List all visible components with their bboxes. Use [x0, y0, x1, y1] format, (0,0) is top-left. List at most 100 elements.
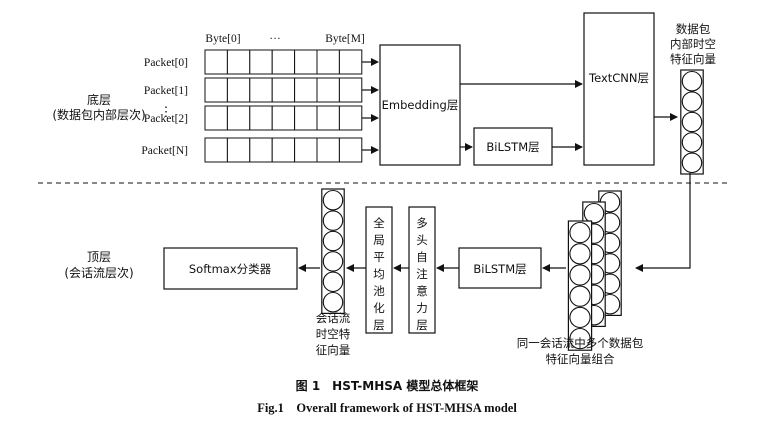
top-layer-title: 顶层 — [87, 250, 111, 264]
byte-cell — [271, 137, 296, 163]
byte-cell — [271, 49, 296, 75]
packet-byte-grids — [204, 49, 363, 163]
byte-cell — [204, 137, 228, 163]
stack-front-unit — [569, 264, 591, 286]
byte-cell — [249, 49, 273, 75]
byte-cell — [294, 137, 318, 163]
packet-label-1: Packet[1] — [144, 85, 188, 97]
global-pool-char: 全 — [373, 216, 385, 230]
session-feature-vector — [321, 188, 345, 315]
softmax-block — [163, 247, 298, 290]
softmax-label: Softmax分类器 — [189, 262, 272, 276]
bilstm-bottom-block — [473, 127, 553, 166]
textcnn-block — [583, 12, 655, 166]
byte-cell — [294, 77, 318, 103]
byte-cell — [226, 49, 251, 75]
global-pool-char: 均 — [373, 267, 385, 281]
global-pool-char: 层 — [373, 318, 385, 332]
bottom-layer-subtitle: (数据包内部层次) — [52, 107, 145, 122]
byte-cell — [226, 105, 251, 131]
stack-mid-unit — [583, 202, 605, 224]
byte-cell — [204, 49, 228, 75]
textcnn-label: TextCNN层 — [588, 71, 649, 85]
global-pool-char: 池 — [373, 284, 385, 298]
multihead-char: 头 — [416, 233, 428, 247]
bottom-layer-title: 底层 — [87, 92, 111, 107]
byte-cell — [249, 77, 273, 103]
byte-cell — [294, 49, 318, 75]
global-pooling-block — [365, 206, 393, 334]
vector-to-group-arrow — [635, 173, 691, 272]
byte-cell — [338, 49, 363, 75]
packet-vector-label-1: 数据包 — [676, 22, 711, 36]
packet-vector-unit — [681, 132, 703, 153]
global-pool-char: 化 — [373, 301, 385, 315]
multihead-char: 力 — [416, 301, 428, 315]
byte-cell — [338, 77, 363, 103]
byte-cell — [338, 105, 363, 131]
byte-cell — [204, 105, 228, 131]
session-vector-unit — [322, 230, 344, 252]
byte-cell — [294, 105, 318, 131]
session-vector-unit — [322, 271, 344, 293]
byte-cell — [316, 105, 340, 131]
combo-vector-label-2: 特征向量组合 — [546, 352, 615, 366]
global-pool-char: 局 — [373, 233, 385, 247]
packet-vector-label-3: 特征向量 — [670, 52, 716, 66]
byte-last-label: Byte[M] — [325, 33, 365, 45]
byte-cell — [316, 77, 340, 103]
packet-label-0: Packet[0] — [144, 57, 188, 69]
bilstm-top-label: BiLSTM层 — [473, 262, 526, 276]
embedding-block — [379, 44, 461, 166]
caption-cn: 图 1 HST-MHSA 模型总体框架 — [296, 378, 479, 393]
stack-front-unit — [569, 327, 591, 350]
packet-vector-unit — [681, 70, 703, 92]
packet-vector-label-2: 内部时空 — [670, 37, 716, 51]
bilstm-bottom-label: BiLSTM层 — [486, 140, 539, 154]
multihead-attention-block — [408, 206, 436, 334]
byte-cell — [249, 137, 273, 163]
packet-vector-unit — [681, 152, 703, 174]
caption-en: Fig.1 Overall framework of HST-MHSA mode… — [257, 401, 517, 415]
byte-cell — [249, 105, 273, 131]
session-vector-unit — [322, 251, 344, 272]
byte-cell — [226, 77, 251, 103]
byte-cell — [271, 105, 296, 131]
embedding-label: Embedding层 — [382, 98, 459, 112]
session-vector-unit — [322, 291, 344, 313]
byte-cell — [316, 49, 340, 75]
session-vector-label-1: 会话流 — [316, 311, 351, 325]
combo-vector-label-1: 同一会话流中多个数据包 — [517, 336, 644, 350]
stack-front-unit — [569, 285, 591, 307]
byte-cell — [204, 77, 228, 103]
stack-front-unit — [569, 221, 591, 244]
multihead-char: 多 — [416, 216, 428, 230]
byte-cell — [226, 137, 251, 163]
session-vector-label-3: 征向量 — [316, 343, 351, 357]
byte-cell — [338, 137, 363, 163]
byte-dots-label: ··· — [269, 33, 281, 45]
packet-label-2: Packet[2] — [144, 113, 188, 125]
session-vector-unit — [322, 210, 344, 231]
multihead-char: 意 — [416, 284, 428, 298]
multihead-char: 自 — [416, 250, 428, 264]
session-vector-label-2: 时空特 — [316, 327, 351, 341]
stack-front-unit — [569, 243, 591, 265]
byte-cell — [271, 77, 296, 103]
stack-front-unit — [569, 306, 591, 329]
multihead-char: 层 — [416, 318, 428, 332]
stacked-vector-group — [567, 190, 622, 351]
session-vector-unit — [322, 189, 344, 211]
packet-vector-unit — [681, 111, 703, 133]
byte-first-label: Byte[0] — [205, 33, 240, 45]
packet-vector-unit — [681, 91, 703, 112]
byte-cell — [316, 137, 340, 163]
packet-vertical-ellipsis: ⋮ — [160, 104, 173, 119]
top-layer-subtitle: (会话流层次) — [64, 266, 133, 280]
grid-to-embedding-arrows — [362, 58, 379, 154]
multihead-char: 注 — [416, 267, 428, 281]
